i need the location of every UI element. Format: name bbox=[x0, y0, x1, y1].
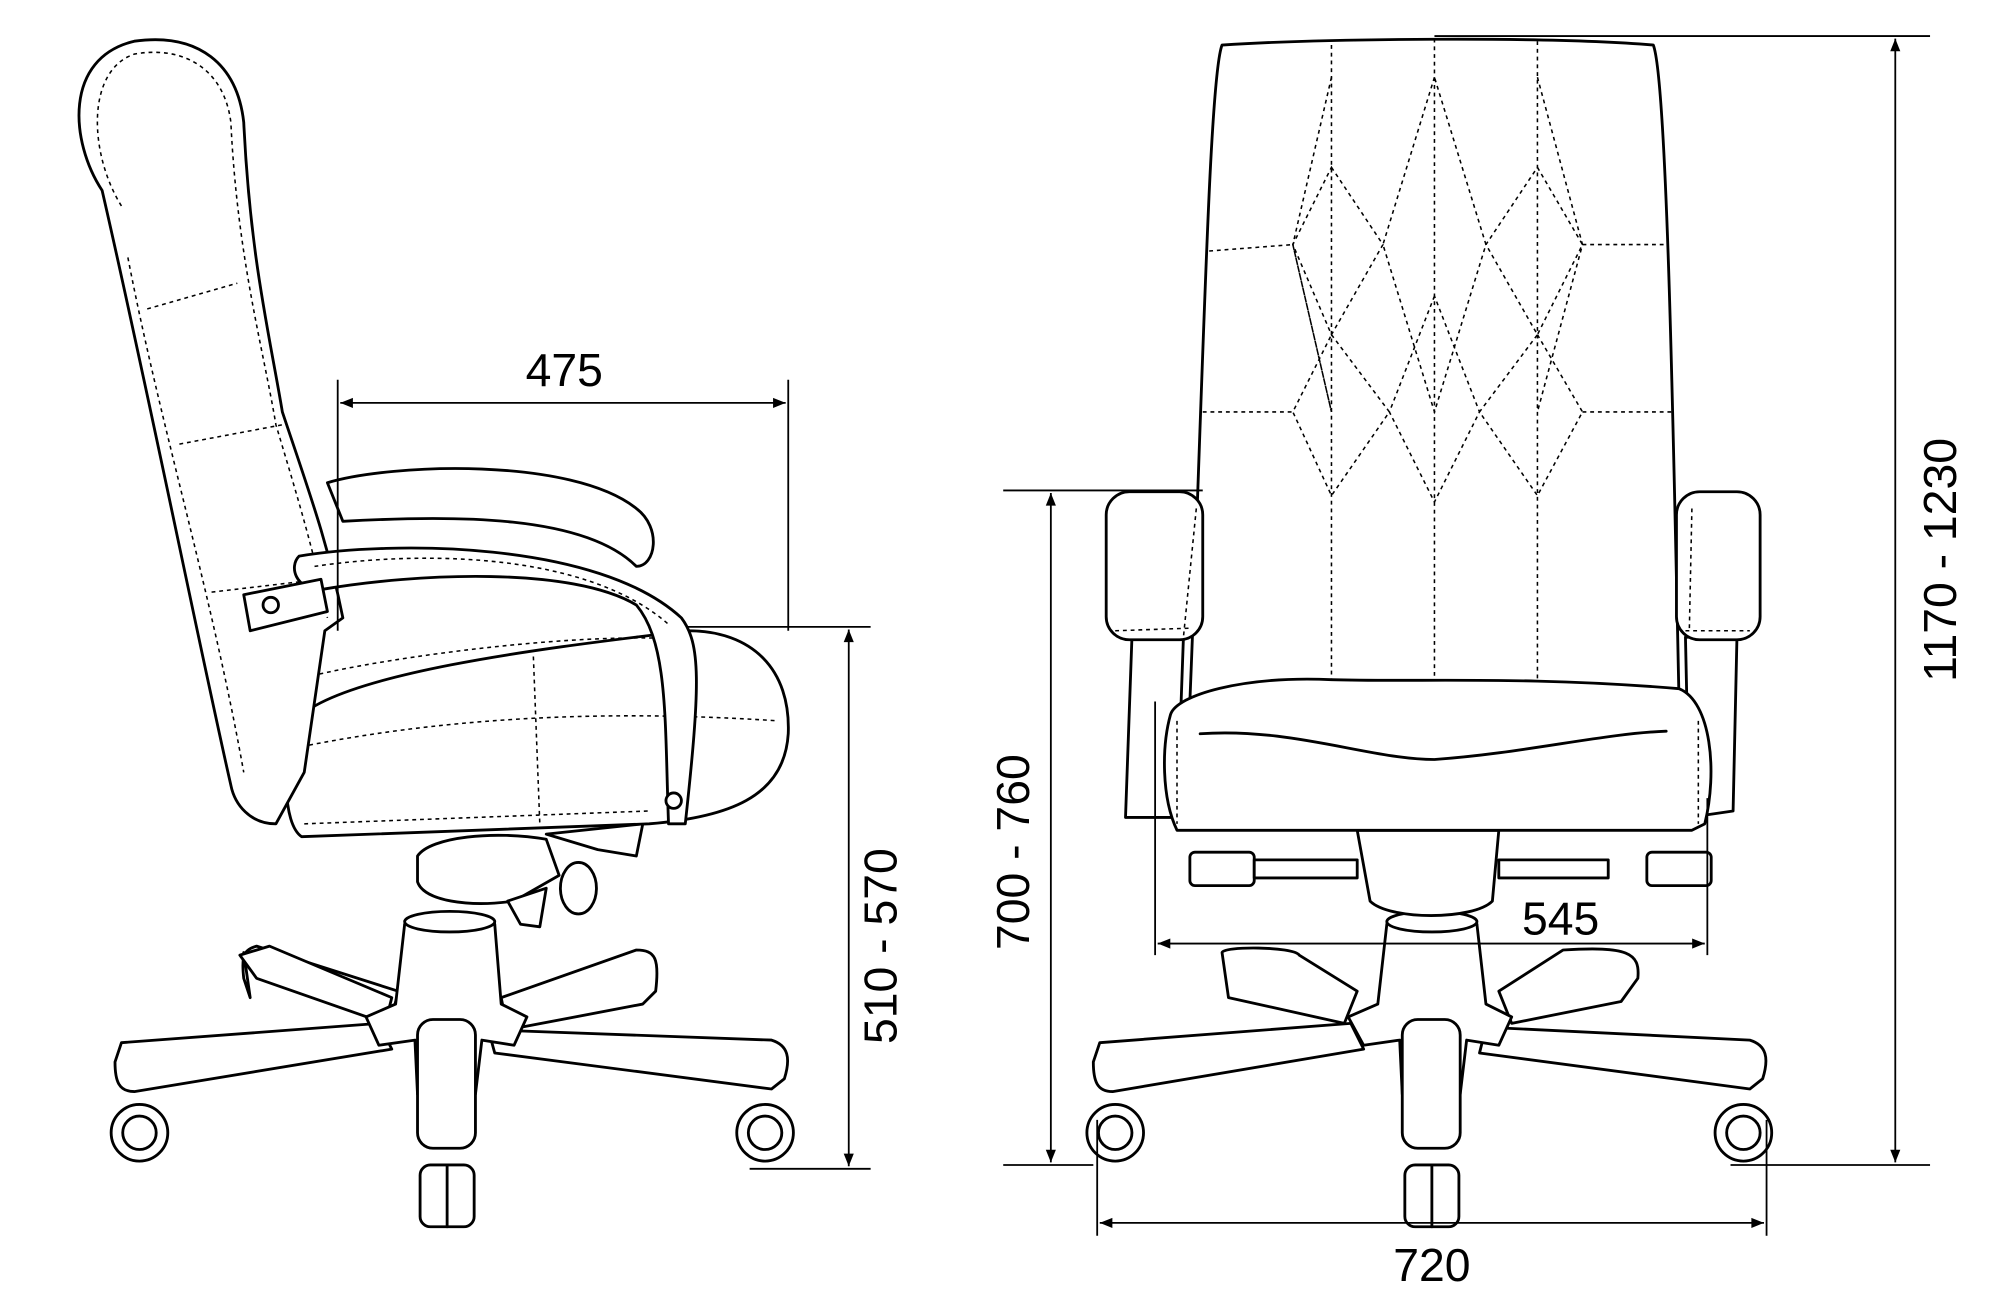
side-caster-right bbox=[735, 1103, 795, 1163]
dimension-armrest-height: 700 - 760 bbox=[987, 489, 1203, 1166]
dimension-seat-height: 510 - 570 bbox=[687, 625, 906, 1170]
dimension-seat-width: 545 bbox=[1154, 701, 1709, 956]
label-seat-height: 510 - 570 bbox=[854, 848, 906, 1044]
side-base-leg-left bbox=[113, 1021, 394, 1094]
front-mechanism bbox=[1355, 828, 1501, 917]
side-seat bbox=[284, 629, 790, 839]
side-base-leg-back-right bbox=[499, 948, 659, 1032]
front-view-chair bbox=[1085, 37, 1774, 1229]
dimension-total-height: 1170 - 1230 bbox=[1434, 35, 1966, 1166]
label-seat-depth: 475 bbox=[526, 344, 603, 396]
label-armrest-height: 700 - 760 bbox=[987, 754, 1039, 950]
label-base-width: 720 bbox=[1393, 1239, 1470, 1291]
dimension-base-width: 720 bbox=[1096, 1119, 1768, 1291]
front-base-leg-right bbox=[1478, 1025, 1768, 1091]
side-view-chair bbox=[77, 38, 795, 1229]
dimension-seat-depth: 475 bbox=[336, 344, 790, 631]
side-base-leg-right bbox=[486, 1028, 789, 1091]
side-armrest bbox=[325, 467, 655, 568]
front-backrest bbox=[1188, 37, 1681, 703]
front-base-leg-left bbox=[1091, 1021, 1366, 1094]
front-base-leg-back-right bbox=[1497, 947, 1640, 1025]
front-seat bbox=[1163, 677, 1713, 832]
side-caster-left bbox=[109, 1103, 170, 1163]
front-caster-right bbox=[1713, 1103, 1774, 1163]
side-mechanism bbox=[416, 833, 561, 905]
label-total-height: 1170 - 1230 bbox=[1914, 438, 1966, 682]
side-backrest bbox=[77, 38, 345, 826]
label-seat-width: 545 bbox=[1522, 893, 1599, 945]
front-caster-left bbox=[1085, 1103, 1145, 1163]
front-base-leg-back-left bbox=[1220, 946, 1359, 1025]
